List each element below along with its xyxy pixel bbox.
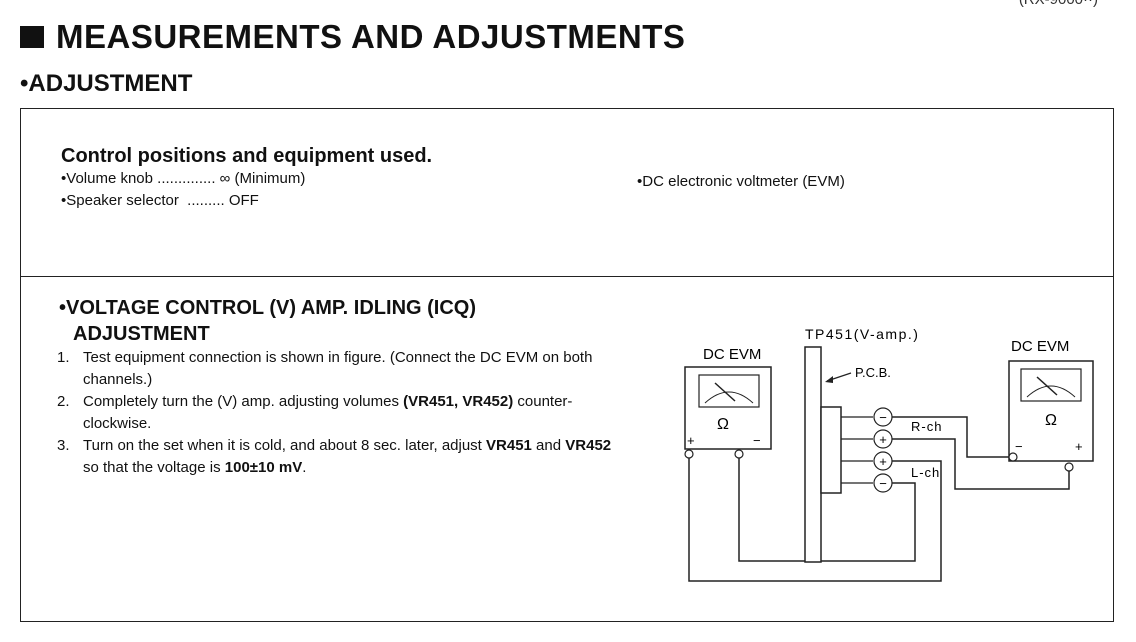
terminal-circle (873, 473, 893, 493)
bullet-icon: • (20, 70, 29, 97)
equipment-label: DC electronic voltmeter (EVM) (642, 173, 845, 190)
step-number: 1. (57, 349, 70, 366)
control-value: ∞ (Minimum) (215, 170, 306, 187)
page-title: MEASUREMENTS AND ADJUSTMENTS (20, 18, 685, 56)
right-meter-knob-icon: Ω (1045, 412, 1057, 429)
control-label: Volume knob (66, 170, 153, 187)
step-item: 3. Turn on the set when it is cold, and … (57, 435, 617, 479)
bullet-icon: • (59, 297, 67, 319)
wire-l-plus (883, 460, 942, 515)
pcb-label: P.C.B. (855, 365, 891, 380)
page-title-text: MEASUREMENTS AND ADJUSTMENTS (56, 18, 686, 55)
step-text: Completely turn the (V) amp. adjusting v… (83, 391, 617, 435)
terminal-circle (873, 407, 893, 427)
step-text-bold: VR451 (486, 437, 532, 454)
wire-left-plus (688, 454, 942, 582)
step-text-part: . (302, 459, 307, 476)
equipment-item: •DC electronic voltmeter (EVM) (637, 173, 845, 190)
step-text-part: Completely turn the (V) amp. adjusting v… (83, 393, 404, 410)
adjustment-steps: 1. Test equipment connection is shown in… (57, 347, 617, 479)
terminal-circle (873, 451, 893, 471)
title-square-icon (20, 26, 44, 48)
bullet-icon: • (637, 173, 643, 190)
step-text-part: Turn on the set when it is cold, and abo… (83, 437, 487, 454)
terminal-sign: + (879, 432, 887, 447)
adjustment-heading-line2: ADJUSTMENT (73, 323, 210, 345)
step-text: Test equipment connection is shown in fi… (83, 349, 593, 388)
adjustment-heading: •VOLTAGE CONTROL (V) AMP. IDLING (ICQ) A… (59, 295, 476, 347)
left-meter-label: DC EVM (703, 346, 761, 363)
control-label: Speaker selector (66, 192, 179, 209)
right-meter-minus: − (1015, 439, 1023, 454)
step-text-part: counter-clockwise. (83, 393, 573, 432)
terminal-circle (873, 429, 893, 449)
step-number: 2. (57, 393, 70, 410)
left-meter-plus: + (687, 433, 695, 448)
wire-right-minus (883, 416, 1013, 458)
step-item: 1. Test equipment connection is shown in… (57, 347, 617, 391)
r-ch-label: R-ch (911, 419, 942, 434)
bullet-icon: • (61, 170, 67, 187)
bullet-icon: • (61, 192, 67, 209)
terminal-sign: + (879, 454, 887, 469)
section-title: •ADJUSTMENT (20, 70, 192, 98)
wire-left-minus (738, 454, 916, 562)
adjustment-heading-line1: VOLTAGE CONTROL (V) AMP. IDLING (ICQ) (66, 297, 477, 319)
tp-label: TP451(V-amp.) (805, 326, 919, 342)
step-text-part: so that the voltage is (83, 459, 225, 476)
adjustment-frame: Control positions and equipment used. •V… (20, 108, 1114, 622)
left-meter-minus: − (753, 433, 761, 448)
leader-dots: ......... (178, 192, 225, 209)
right-meter-plus: + (1075, 439, 1083, 454)
step-text-part: and (531, 437, 566, 454)
control-positions-heading: Control positions and equipment used. (61, 145, 433, 167)
connection-diagram: − + + − TP451(V-amp.) P.C.B. R-ch L-ch D… (684, 326, 1094, 582)
pcb-board (804, 346, 822, 563)
step-text-bold: (VR451, VR452) (403, 393, 514, 410)
step-text: Turn on the set when it is cold, and abo… (83, 435, 617, 479)
control-value: OFF (224, 192, 259, 209)
right-meter-label: DC EVM (1011, 338, 1069, 355)
terminal-sign: − (879, 476, 887, 491)
section-title-text: ADJUSTMENT (28, 70, 193, 97)
terminal-block (820, 406, 842, 494)
page-ref-number: (RX-9000··) (1019, 0, 1098, 8)
control-position-item: •Speaker selector ......... OFF (61, 192, 259, 209)
step-number: 3. (57, 437, 70, 454)
left-meter-dial (698, 374, 760, 408)
leader-dots: .............. (153, 170, 216, 187)
step-text-bold: 100±10 mV (224, 459, 303, 476)
step-item: 2. Completely turn the (V) amp. adjustin… (57, 391, 617, 435)
step-text-bold: VR452 (565, 437, 612, 454)
section-divider (21, 276, 1113, 277)
wire-l-minus (883, 482, 916, 515)
right-meter-dial (1020, 368, 1082, 402)
control-position-item: •Volume knob .............. ∞ (Minimum) (61, 170, 305, 187)
wire-right-plus (883, 438, 1070, 490)
l-ch-label: L-ch (911, 465, 940, 480)
terminal-sign: − (879, 410, 887, 425)
left-meter-knob-icon: Ω (717, 416, 729, 433)
